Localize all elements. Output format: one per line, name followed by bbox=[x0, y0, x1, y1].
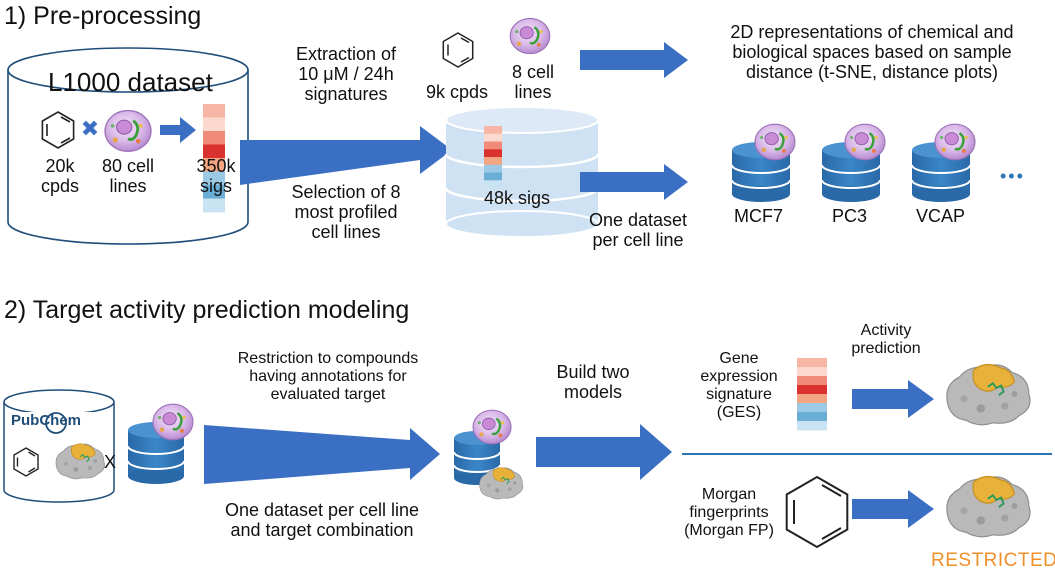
benzene-icon bbox=[13, 447, 39, 477]
signature-segment bbox=[203, 131, 225, 145]
signature-segment bbox=[203, 198, 225, 213]
times-symbol: X bbox=[104, 452, 117, 472]
cell-line-pc3: PC3 bbox=[832, 206, 868, 226]
signature-segment bbox=[484, 164, 502, 173]
signature-segment bbox=[484, 141, 502, 150]
dataset-title: L1000 dataset bbox=[48, 67, 213, 97]
signature-segment bbox=[797, 358, 827, 368]
subset-cpds: 9k cpds bbox=[426, 82, 489, 102]
protein-target-icon bbox=[945, 363, 1032, 426]
cell-icon bbox=[151, 402, 195, 442]
signature-segment bbox=[203, 158, 225, 172]
section-2-heading: 2) Target activity prediction modeling bbox=[4, 296, 410, 324]
signature-segment bbox=[484, 157, 502, 166]
protein-target-icon bbox=[945, 475, 1032, 538]
cell-icon bbox=[103, 109, 153, 153]
signature-segment bbox=[484, 172, 502, 181]
pubchem-logo-text: PubChem bbox=[11, 412, 82, 429]
wide-arrow-2 bbox=[204, 425, 440, 484]
restricted-watermark: RESTRICTED bbox=[931, 550, 1055, 571]
small-arrow-icon bbox=[160, 117, 196, 143]
signature-segment bbox=[797, 385, 827, 395]
cell-icon bbox=[508, 17, 552, 55]
signature-segment bbox=[484, 149, 502, 158]
signature-segment bbox=[797, 394, 827, 404]
signature-segment bbox=[203, 144, 225, 159]
more-ellipsis: ••• bbox=[1000, 166, 1025, 186]
cell-icon bbox=[843, 122, 887, 162]
build-arrow bbox=[536, 424, 672, 480]
activity-arrow-ges bbox=[852, 380, 934, 418]
signature-segment bbox=[203, 104, 225, 118]
activity-arrow-fp bbox=[852, 490, 934, 528]
subset-signatures: 48k sigs bbox=[484, 188, 551, 208]
signature-segment bbox=[203, 185, 225, 199]
signature-segment bbox=[797, 403, 827, 413]
benzene-icon bbox=[785, 475, 849, 549]
pubchem-cylinder bbox=[3, 389, 115, 503]
signature-bar bbox=[797, 358, 827, 431]
signature-segment bbox=[484, 133, 502, 142]
wide-arrow-1 bbox=[240, 126, 452, 185]
l1000-dataset-cylinder bbox=[7, 47, 249, 245]
signature-segment bbox=[203, 171, 225, 186]
section-1-heading: 1) Pre-processing bbox=[4, 2, 202, 30]
cross-icon: ✖ bbox=[81, 116, 99, 141]
cell-icon bbox=[753, 122, 797, 162]
signature-segment bbox=[797, 412, 827, 422]
cell-icon bbox=[471, 408, 513, 446]
signature-segment bbox=[797, 376, 827, 386]
cell-line-vcap: VCAP bbox=[916, 206, 966, 226]
signature-segment bbox=[797, 367, 827, 377]
signature-bar bbox=[203, 104, 225, 213]
arrow-to-representations bbox=[580, 42, 688, 78]
benzene-icon bbox=[41, 111, 75, 149]
database-mcf7 bbox=[731, 142, 791, 202]
arrow-to-cell-datasets bbox=[580, 164, 688, 200]
pubchem-logo bbox=[14, 412, 104, 434]
filtered-dataset-stack bbox=[444, 106, 600, 238]
signature-segment bbox=[797, 421, 827, 431]
signature-bar bbox=[484, 126, 502, 189]
signature-segment bbox=[484, 126, 502, 135]
cell-icon bbox=[933, 122, 977, 162]
cell-line-mcf7: MCF7 bbox=[734, 206, 783, 226]
signature-segment bbox=[484, 180, 502, 189]
signature-segment bbox=[203, 117, 225, 132]
benzene-icon bbox=[442, 32, 474, 68]
